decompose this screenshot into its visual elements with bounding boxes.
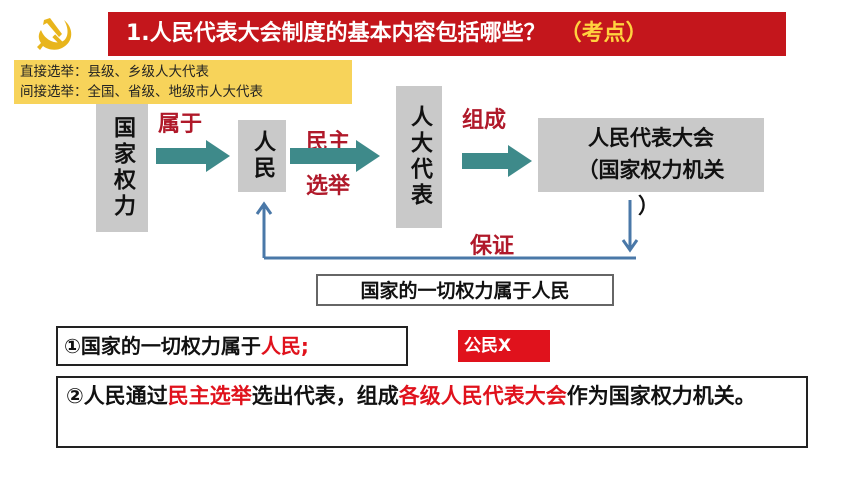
point-one: ①国家的一切权力属于人民;: [56, 326, 408, 366]
arrow-belongs-icon: [156, 140, 230, 172]
note-indirect: 间接选举：全国、省级、地级市人大代表: [20, 84, 263, 100]
gov-power-label: 国家权力: [110, 116, 135, 220]
point-two-red1: 民主选举: [167, 384, 252, 408]
point-two-prefix: ②人民通过: [66, 384, 168, 408]
title-tag: （考点）: [559, 21, 648, 46]
election-note: 直接选举：县级、乡级人大代表 间接选举：全国、省级、地级市人大代表: [14, 60, 352, 104]
point-two: ②人民通过民主选举选出代表，组成各级人民代表大会作为国家权力机关。: [56, 376, 808, 448]
label-election: 选举: [306, 174, 351, 199]
label-belongs: 属于: [158, 112, 203, 137]
gov-power-box: 国家权力: [96, 104, 148, 232]
deputies-box: 人大代表: [396, 86, 442, 228]
note-direct: 直接选举：县级、乡级人大代表: [20, 64, 209, 80]
title-main: 1.人民代表大会制度的基本内容包括哪些？: [126, 21, 546, 46]
arrow-election-icon: [290, 140, 380, 172]
point-one-prefix: ①国家的一切权力属于: [64, 334, 261, 358]
summary-box: 国家的一切权力属于人民: [316, 274, 614, 306]
label-guarantee: 保证: [470, 234, 515, 259]
people-label: 人民: [250, 130, 275, 182]
party-emblem-icon: [34, 14, 76, 54]
point-two-suffix: 作为国家权力机关。: [566, 384, 756, 408]
arrow-compose-icon: [462, 145, 532, 177]
congress-close-paren: ）: [638, 194, 659, 218]
citizen-badge: 公民X: [458, 330, 550, 362]
guarantee-loop-icon: [255, 200, 639, 260]
deputies-label: 人大代表: [407, 105, 432, 209]
congress-box: 人民代表大会 （国家权力机关: [538, 118, 764, 192]
label-compose: 组成: [462, 108, 507, 133]
point-one-red: 人民;: [260, 334, 309, 358]
congress-line1: 人民代表大会: [588, 126, 714, 150]
point-two-mid: 选出代表，组成: [251, 384, 399, 408]
congress-line2: （国家权力机关: [577, 158, 725, 182]
page-title: 1.人民代表大会制度的基本内容包括哪些？ （考点）: [108, 12, 786, 56]
point-two-red2: 各级人民代表大会: [398, 384, 567, 408]
people-box: 人民: [238, 120, 286, 192]
